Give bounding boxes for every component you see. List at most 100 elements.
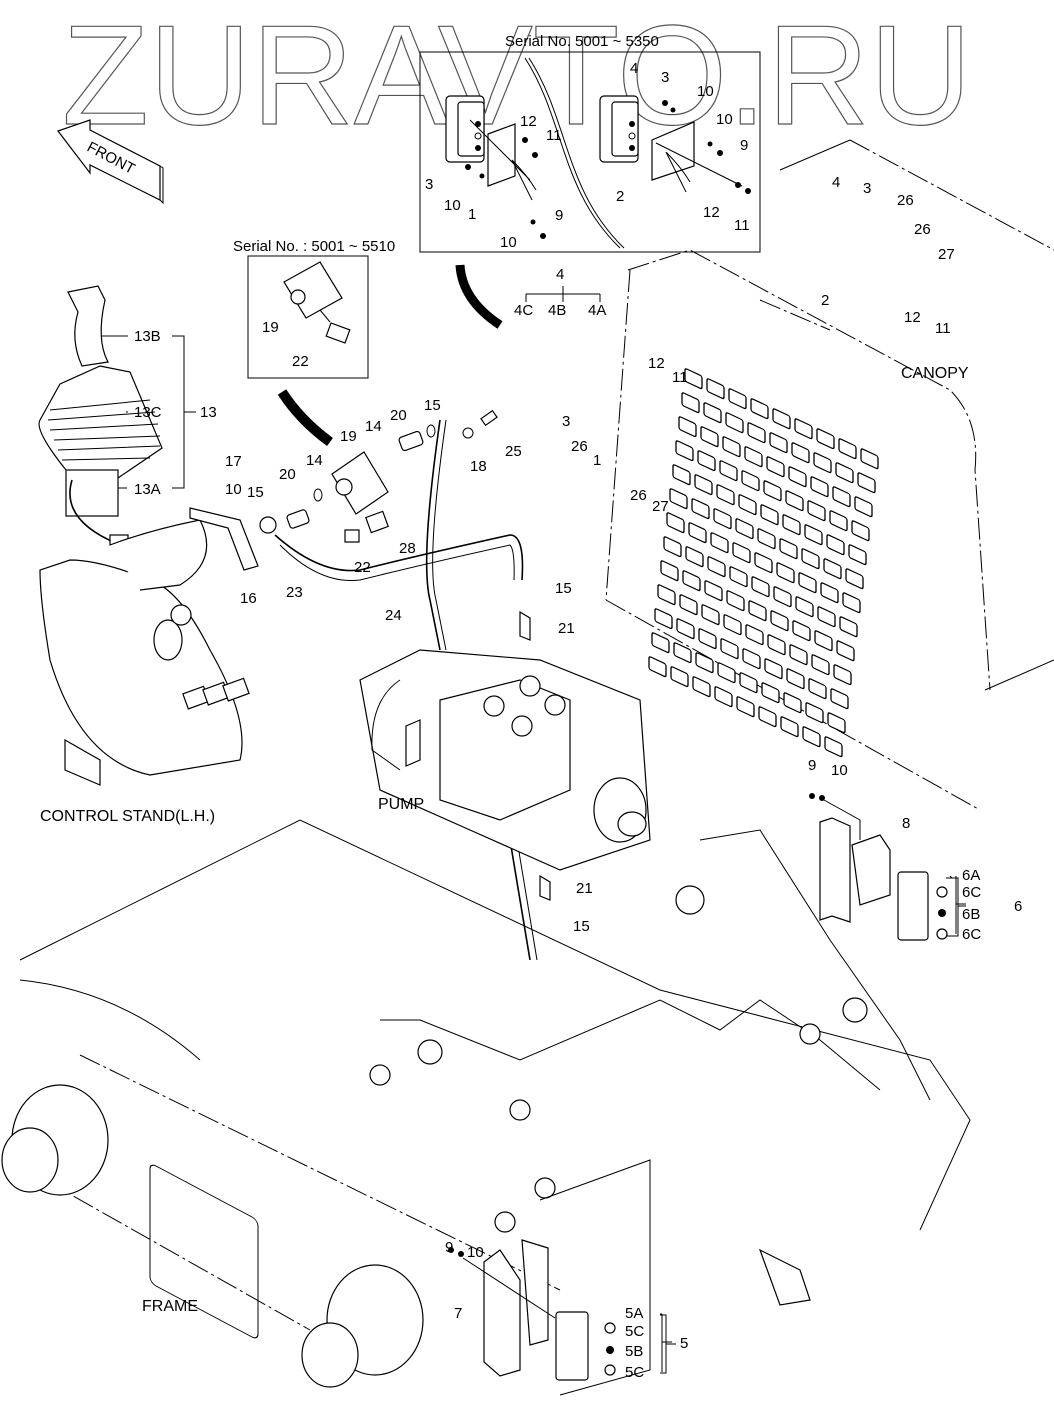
inset-box-top: Serial No. 5001 ~ 5350 — [419, 33, 761, 253]
grille-slot — [795, 596, 814, 618]
callout: 11 — [672, 369, 688, 386]
grille-slot — [726, 590, 745, 612]
callout: 11 — [734, 217, 750, 234]
grille-slot — [675, 440, 694, 462]
callout: 25 — [505, 443, 522, 460]
grille-slot — [785, 490, 804, 512]
caption-pump: PUMP — [378, 796, 424, 813]
grille-slot — [824, 736, 843, 758]
grille-slot — [779, 538, 798, 560]
grille-slot — [808, 678, 827, 700]
grille-slot — [802, 726, 821, 748]
grille-slot — [672, 464, 691, 486]
callout: 16 — [240, 590, 257, 607]
grille-slot — [706, 378, 725, 400]
grille-slot — [854, 496, 873, 518]
callout: 1 — [468, 206, 476, 223]
callout: 3 — [661, 69, 669, 86]
callout: 15 — [424, 397, 441, 414]
grille-slot — [827, 712, 846, 734]
grille-slot — [829, 510, 848, 532]
grille-slot — [782, 514, 801, 536]
callout: 9 — [808, 757, 816, 774]
grille-slot — [836, 640, 855, 662]
grille-slot — [720, 638, 739, 660]
callout: 5C — [625, 1323, 644, 1340]
grille-slot — [851, 520, 870, 542]
grille-slot — [766, 456, 785, 478]
bracket-4 — [525, 286, 601, 302]
callout: 6A — [962, 867, 980, 884]
callout: 28 — [399, 540, 416, 557]
callout: 11 — [935, 320, 951, 337]
grille-slot — [794, 418, 813, 440]
grille-slot — [666, 512, 685, 534]
callout: 21 — [558, 620, 575, 637]
callout: 14 — [306, 452, 323, 469]
callout: 13A — [134, 481, 161, 498]
callout: 1 — [593, 452, 601, 469]
frame — [1, 819, 971, 1396]
grille-slot — [758, 706, 777, 728]
grille-slot — [691, 498, 710, 520]
callout: 4 — [556, 266, 564, 283]
grille-slot — [845, 568, 864, 590]
grille-slot — [669, 488, 688, 510]
grille-slot — [860, 448, 879, 470]
grille-slot — [736, 696, 755, 718]
grille-slot — [823, 558, 842, 580]
grille-slot — [725, 412, 744, 434]
grille-slot — [710, 532, 729, 554]
callout: 19 — [340, 428, 357, 445]
grille-slot — [848, 544, 867, 566]
callout: 4 — [832, 174, 840, 191]
grille-slot — [817, 606, 836, 628]
callout: 20 — [390, 407, 407, 424]
callout: 19 — [262, 319, 279, 336]
callout: 8 — [902, 815, 910, 832]
callout: 12 — [520, 113, 537, 130]
callout: 6C — [962, 884, 981, 901]
callout: 7 — [454, 1305, 462, 1322]
grille-slot — [742, 648, 761, 670]
canopy-grille — [648, 368, 879, 758]
callout: 10 — [697, 83, 714, 100]
grille-slot — [835, 462, 854, 484]
callout: 11 — [546, 127, 562, 144]
callout: 5C — [625, 1364, 644, 1381]
callout: 10 — [444, 197, 461, 214]
callout: 6C — [962, 926, 981, 943]
callout: 12 — [703, 204, 720, 221]
callout: 26 — [914, 221, 931, 238]
grille-slot — [783, 692, 802, 714]
grille-slot — [704, 580, 723, 602]
callout: 26 — [571, 438, 588, 455]
grille-slot — [813, 452, 832, 474]
grille-slot — [748, 600, 767, 622]
grille-slot — [657, 584, 676, 606]
control-stand — [39, 519, 250, 786]
grille-slot — [729, 566, 748, 588]
grille-slot — [722, 436, 741, 458]
detail-pointer — [455, 264, 503, 329]
grille-slot — [678, 416, 697, 438]
callout: 20 — [279, 466, 296, 483]
grille-slot — [807, 500, 826, 522]
grille-slot — [810, 476, 829, 498]
fitting-block — [189, 409, 498, 571]
grille-slot — [684, 368, 703, 390]
grille-slot — [839, 616, 858, 638]
callout: 12 — [904, 309, 921, 326]
grille-slot — [685, 546, 704, 568]
grille-slot — [697, 450, 716, 472]
callout: 4B — [548, 302, 566, 319]
grille-slot — [832, 486, 851, 508]
grille-slot — [833, 664, 852, 686]
rear-lamp-left — [448, 1239, 672, 1381]
callout: 18 — [470, 458, 487, 475]
callout: 4C — [514, 302, 533, 319]
inset-serial-left: Serial No. : 5001 ~ 5510 — [233, 238, 395, 255]
grille-slot — [842, 592, 861, 614]
joystick — [38, 285, 163, 546]
grille-slot — [804, 524, 823, 546]
